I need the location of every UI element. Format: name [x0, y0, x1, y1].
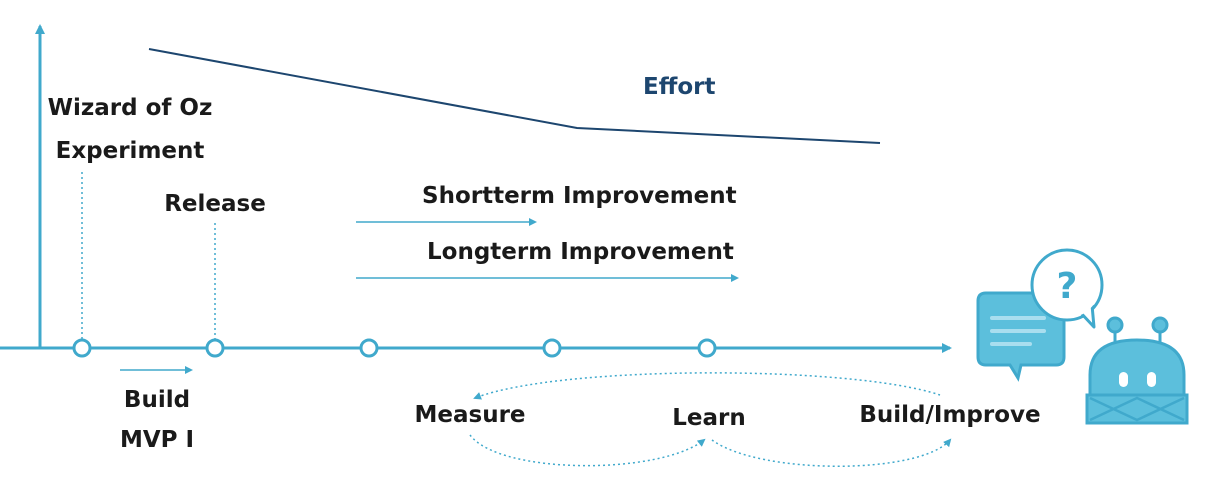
milestone-wizard — [72, 338, 92, 358]
cycle-top-arc — [473, 372, 941, 400]
question-mark: ? — [1057, 266, 1078, 307]
experiment-label: Experiment — [56, 138, 205, 166]
longterm-improvement-label: Longterm Improvement — [427, 239, 734, 265]
measure-label: Measure — [414, 402, 526, 428]
shortterm-improvement-label: Shortterm Improvement — [422, 183, 737, 209]
learn-label: Learn — [672, 405, 746, 431]
release-label: Release — [164, 191, 266, 217]
wizard-line1: Wizard of Oz — [47, 95, 213, 121]
question-bubble-icon: ? — [1030, 248, 1104, 329]
build-improve-label: Build/Improve — [859, 402, 1041, 428]
chat-bubble-icon — [976, 291, 1066, 382]
wizard-of-oz-label: Wizard of Oz — [48, 95, 213, 123]
effort-label: Effort — [643, 74, 716, 100]
cycle-bottom-right-arc — [711, 438, 952, 467]
mvp-label: MVP I — [119, 427, 195, 453]
milestone-5 — [697, 338, 717, 358]
cycle-bottom-left-arc — [469, 434, 706, 467]
milestone-release — [205, 338, 225, 358]
effort-line — [148, 48, 881, 144]
wizard-line2: Experiment — [55, 138, 205, 164]
build-label: Build — [123, 387, 191, 413]
milestone-4 — [542, 338, 562, 358]
robot-icon — [1085, 316, 1189, 425]
milestone-3 — [359, 338, 379, 358]
